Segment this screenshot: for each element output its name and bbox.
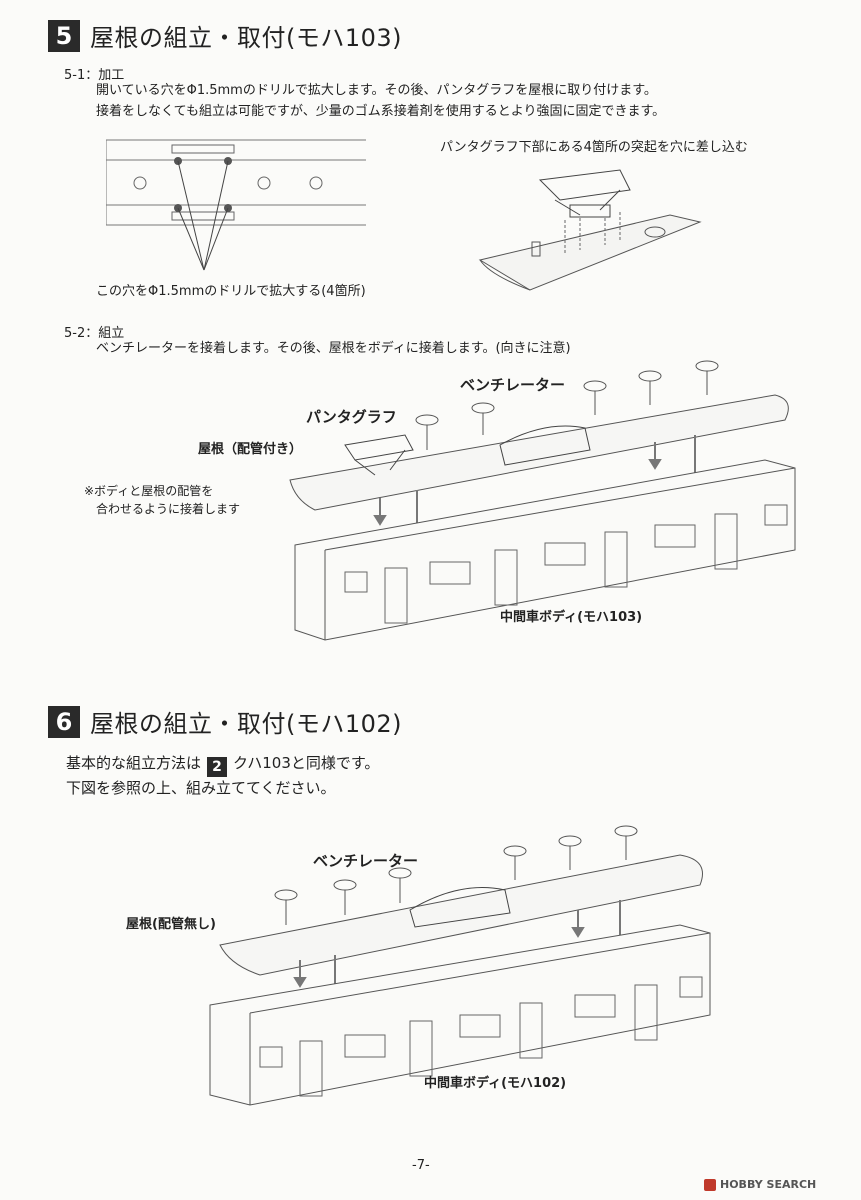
- note-piping-line1: ※ボディと屋根の配管を: [84, 484, 214, 498]
- car-moha103-diagram: [289, 360, 796, 641]
- step-5-1-line2: 接着をしなくても組立は可能ですが、少量のゴム系接着剤を使用するとより強固に固定で…: [96, 104, 666, 119]
- reference-step-box: 2: [207, 757, 228, 777]
- label-roof-with-piping: 屋根（配管付き）: [198, 442, 303, 457]
- logo-icon: [704, 1178, 716, 1191]
- section-6-heading: 6 屋根の組立・取付(モハ102): [48, 704, 402, 739]
- section-5-heading: 5 屋根の組立・取付(モハ103): [48, 18, 402, 53]
- section-5-number: 5: [48, 19, 80, 52]
- section-6-line1-after: クハ103と同様です。: [233, 754, 380, 772]
- step-5-2-label: 5-2：組立: [64, 326, 125, 341]
- label-body-moha102: 中間車ボディ(モハ102): [424, 1076, 567, 1091]
- pantograph-install-diagram: [478, 169, 702, 291]
- logo-text: HOBBY SEARCH: [720, 1178, 817, 1191]
- label-ventilator-5: ベンチレーター: [460, 376, 566, 394]
- step-5-1-label: 5-1：加工: [64, 68, 125, 83]
- section-6-text: 基本的な組立方法は 2 クハ103と同様です。 下図を参照の上、組み立ててください。: [66, 752, 379, 800]
- roof-hole-diagram: [106, 139, 366, 271]
- note-piping-line2: 合わせるように接着します: [96, 502, 241, 516]
- step-5-1-text: 開いている穴をΦ1.5mmのドリルで拡大します。その後、パンタグラフを屋根に取り…: [96, 80, 665, 122]
- section-5-title: 屋根の組立・取付(モハ103): [90, 24, 403, 52]
- label-ventilator-6: ベンチレーター: [313, 852, 419, 870]
- caption-holes: この穴をΦ1.5mmのドリルで拡大する(4箇所): [96, 284, 366, 299]
- label-pantograph: パンタグラフ: [306, 408, 397, 426]
- label-roof-no-piping: 屋根(配管無し): [126, 917, 216, 932]
- car-moha102-diagram: [209, 825, 711, 1106]
- section-6-line1: 基本的な組立方法は 2 クハ103と同様です。: [66, 752, 379, 777]
- page-number: -7-: [412, 1158, 430, 1173]
- note-piping: ※ボディと屋根の配管を 合わせるように接着します: [84, 482, 240, 518]
- hobby-search-logo: HOBBY SEARCH: [704, 1178, 816, 1191]
- section-6-title: 屋根の組立・取付(モハ102): [90, 710, 403, 738]
- section-6-line1-before: 基本的な組立方法は: [66, 754, 202, 772]
- section-6-line2: 下図を参照の上、組み立ててください。: [66, 779, 336, 797]
- label-body-moha103: 中間車ボディ(モハ103): [500, 610, 643, 625]
- step-5-1-line1: 開いている穴をΦ1.5mmのドリルで拡大します。その後、パンタグラフを屋根に取り…: [96, 83, 657, 98]
- step-5-2-text: ベンチレーターを接着します。その後、屋根をボディに接着します。(向きに注意): [96, 341, 571, 356]
- section-6-number: 6: [48, 705, 80, 738]
- caption-pantograph: パンタグラフ下部にある4箇所の突起を穴に差し込む: [440, 140, 748, 155]
